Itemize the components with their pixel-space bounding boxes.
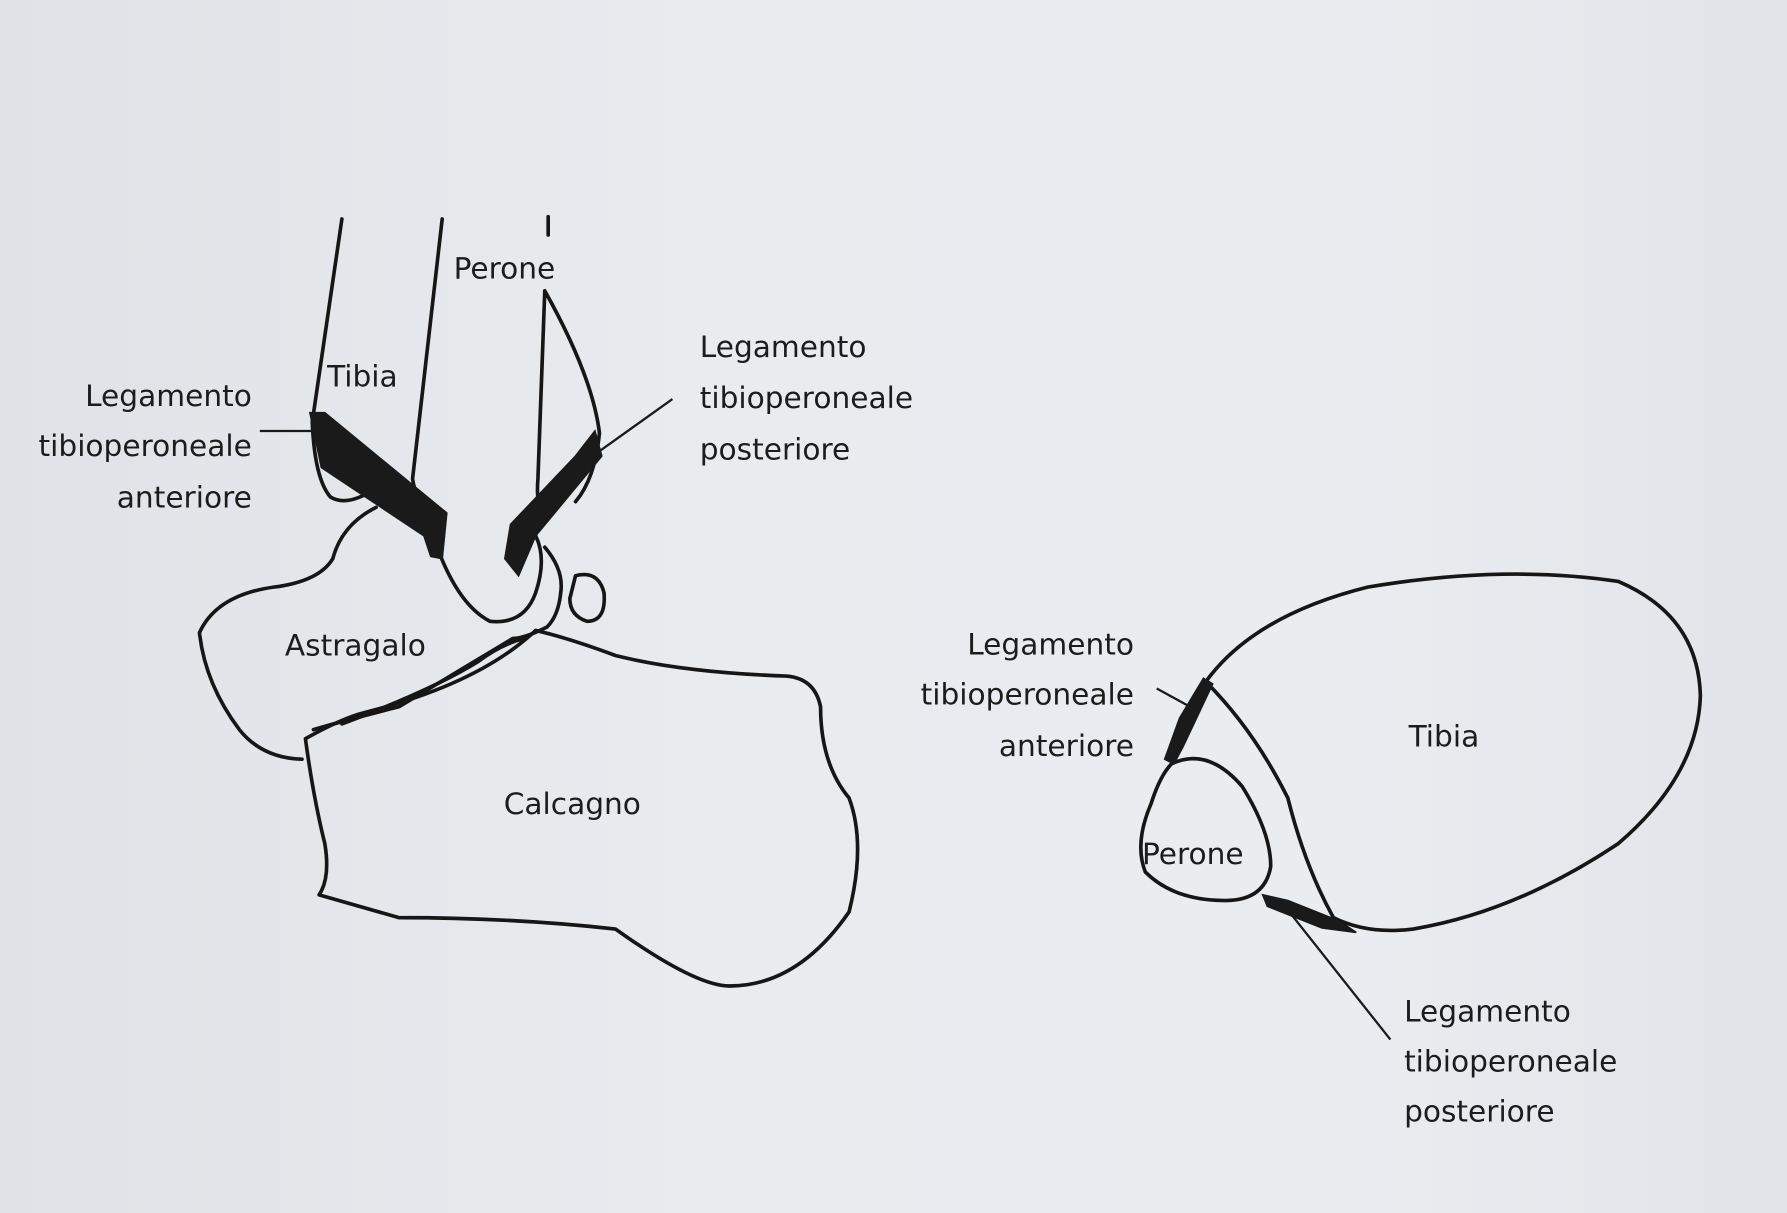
label-perone: Perone — [454, 250, 556, 285]
lateral-view: Perone Tibia Legamento tibioperoneale an… — [39, 214, 913, 988]
posterior-ligament-leader-right — [1281, 902, 1392, 1041]
label-tibia-right: Tibia — [1408, 719, 1480, 754]
perone-section-outline — [1139, 756, 1273, 903]
label-perone-right: Perone — [1142, 836, 1244, 871]
label-anterior-ligament-2: tibioperoneale — [39, 428, 252, 463]
label-posterior-ligament-right-3: posteriore — [1404, 1094, 1555, 1129]
label-posterior-ligament-right-2: tibioperoneale — [1404, 1043, 1617, 1078]
astragalo-outline — [197, 505, 564, 762]
anterior-ligament-section — [1163, 677, 1214, 765]
anterior-ligament-shape — [308, 411, 448, 560]
label-anterior-ligament-right-3: anteriore — [999, 728, 1134, 763]
label-anterior-ligament-3: anteriore — [117, 479, 252, 514]
label-anterior-ligament-right-1: Legamento — [967, 626, 1134, 661]
label-posterior-ligament-1: Legamento — [700, 329, 867, 364]
label-anterior-ligament-1: Legamento — [85, 378, 252, 413]
tibia-section-outline — [1203, 572, 1703, 933]
calcagno-outline — [303, 628, 860, 988]
posterior-ligament-leader — [591, 398, 674, 457]
posterior-ligament-shape — [503, 429, 603, 578]
accessory-ossicle — [568, 572, 607, 624]
label-anterior-ligament-right-2: tibioperoneale — [921, 677, 1134, 712]
label-posterior-ligament-2: tibioperoneale — [700, 380, 913, 415]
anterior-ligament-leader-right — [1156, 687, 1195, 711]
cross-section-view: Legamento tibioperoneale anteriore Tibia… — [921, 572, 1703, 1129]
label-astragalo: Astragalo — [285, 628, 426, 663]
label-posterior-ligament-3: posteriore — [700, 431, 851, 466]
posterior-ligament-section — [1261, 893, 1357, 934]
label-calcagno: Calcagno — [504, 786, 641, 821]
label-posterior-ligament-right-1: Legamento — [1404, 993, 1571, 1028]
label-tibia: Tibia — [326, 359, 398, 394]
